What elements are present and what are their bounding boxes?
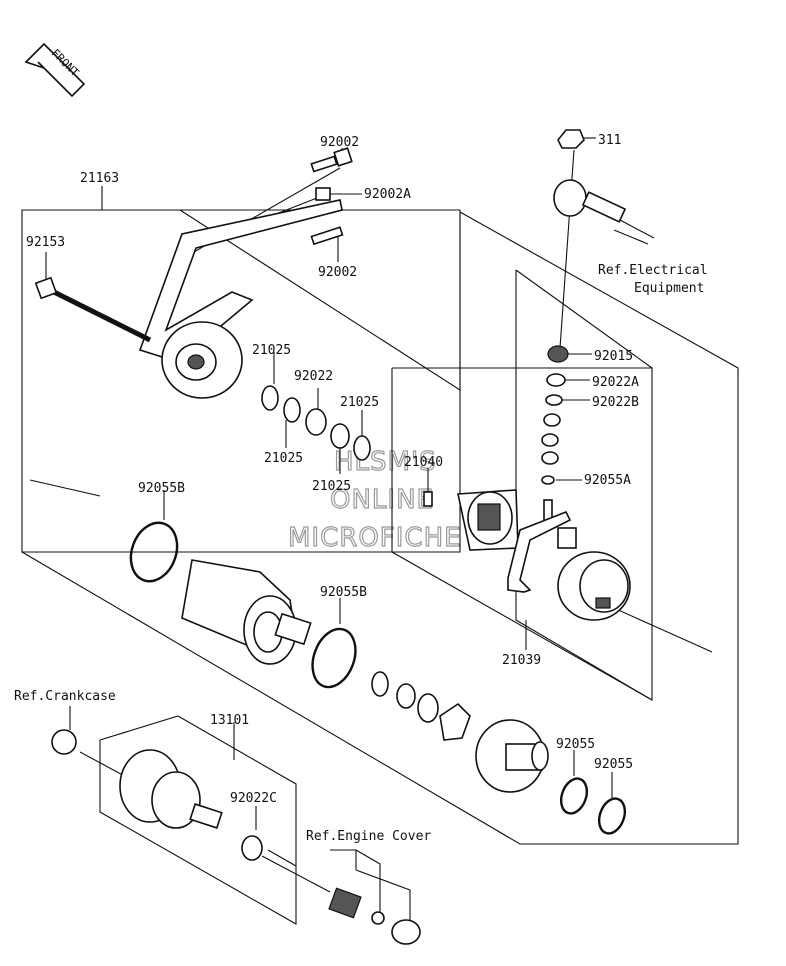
label-92022A: 92022A xyxy=(592,375,639,390)
long-bolt-92153 xyxy=(34,276,152,343)
ref-engine-cover: Ref.Engine Cover xyxy=(306,829,431,844)
label-92055B-right: 92055B xyxy=(320,585,367,600)
parts xyxy=(34,129,655,945)
starter-clutch-13101 xyxy=(51,729,263,861)
ref-electrical-line-1: Ref.Electrical xyxy=(598,263,708,278)
bolt-92002-mid xyxy=(310,226,344,246)
o-ring-92055B-right xyxy=(311,627,357,689)
label-21025-b: 21025 xyxy=(340,395,379,410)
shim-washer-stack xyxy=(261,385,371,461)
label-21025-d: 21025 xyxy=(312,479,351,494)
label-92002A: 92002A xyxy=(364,187,411,202)
label-92022B: 92022B xyxy=(592,395,639,410)
label-92055B-left: 92055B xyxy=(138,481,185,496)
label-92002-mid: 92002 xyxy=(318,265,357,280)
end-cover xyxy=(475,719,549,793)
brush-holder-21040 xyxy=(423,489,519,551)
label-21163: 21163 xyxy=(80,171,119,186)
brush-plate-21039 xyxy=(507,510,631,621)
bolt-92002-top xyxy=(310,147,353,173)
label-21025-a: 21025 xyxy=(252,343,291,358)
group-outlines xyxy=(21,186,739,925)
terminal-cable xyxy=(553,129,655,245)
ref-crankcase: Ref.Crankcase xyxy=(14,689,116,704)
label-311: 311 xyxy=(598,133,621,148)
starter-motor-21163 xyxy=(181,559,312,665)
label-92015: 92015 xyxy=(594,349,633,364)
ref-electrical-line-2: Equipment xyxy=(634,281,704,296)
watermark: HLSM'S ONLINE MICROFICHE xyxy=(287,446,462,553)
o-ring-92055B-left xyxy=(129,521,179,583)
label-92055-a: 92055 xyxy=(556,737,595,752)
spring-assembly xyxy=(328,887,421,945)
label-21040: 21040 xyxy=(404,455,443,470)
watermark-line-3: MICROFICHE xyxy=(288,523,462,553)
label-13101: 13101 xyxy=(210,713,249,728)
terminal-hardware-stack xyxy=(541,345,569,523)
label-21039: 21039 xyxy=(502,653,541,668)
label-92022: 92022 xyxy=(294,369,333,384)
label-92055A: 92055A xyxy=(584,473,631,488)
label-92055-b: 92055 xyxy=(594,757,633,772)
bolt-92002A xyxy=(315,187,331,201)
starter-bracket-21163 xyxy=(138,199,343,399)
label-21025-c: 21025 xyxy=(264,451,303,466)
watermark-line-2: ONLINE xyxy=(330,485,434,515)
watermark-line-1: HLSM'S xyxy=(334,447,437,477)
part-labels: 92002 21163 92002A 92153 92002 311 Ref.E… xyxy=(14,133,708,844)
label-92153: 92153 xyxy=(26,235,65,250)
o-ring-92055-b xyxy=(597,797,627,835)
label-92022C: 92022C xyxy=(230,791,277,806)
o-ring-92055-a xyxy=(559,777,589,815)
front-arrow-icon: FRONT xyxy=(24,42,86,98)
end-cover-washers xyxy=(371,671,471,741)
label-92002-top: 92002 xyxy=(320,135,359,150)
